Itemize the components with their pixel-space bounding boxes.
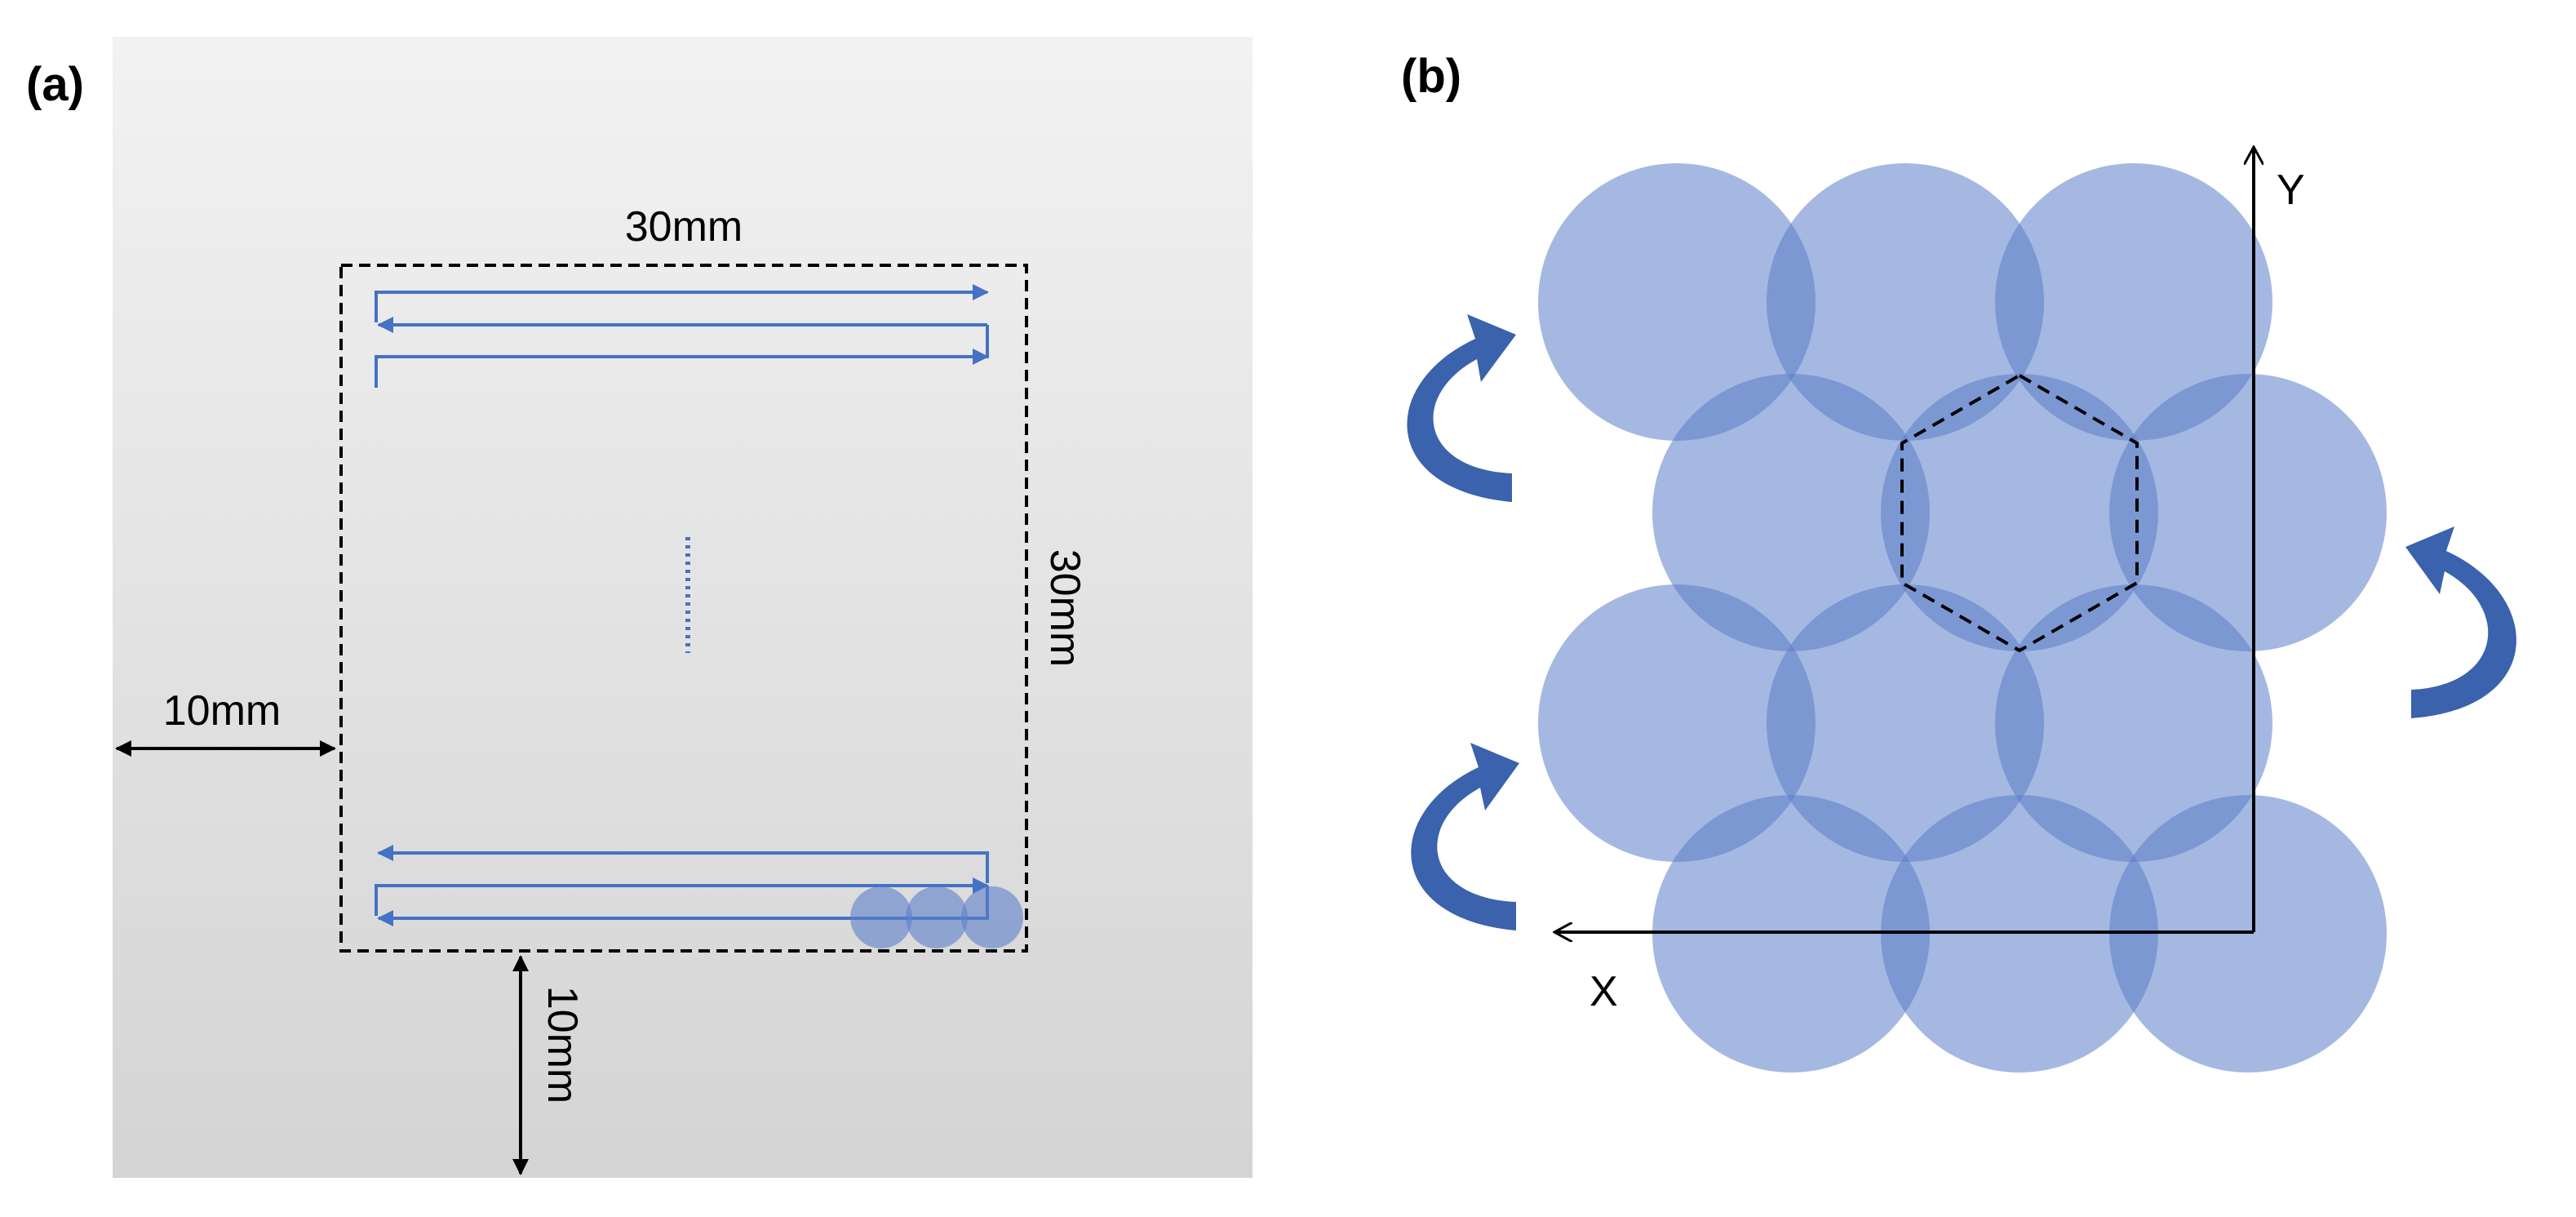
rotation-arrow-bottom-left [1411,743,1519,931]
panel-b: (b) Y X [1401,50,2516,1073]
dim-label-right: 30mm [1041,549,1088,667]
curved-arrow-icon [2405,526,2516,718]
panel-a-label: (a) [26,58,84,111]
dim-label-top: 30mm [625,203,743,251]
rotation-arrow-top-left [1407,314,1516,502]
y-axis-label: Y [2277,167,2305,214]
laser-spot [1995,163,2272,441]
laser-spot [906,886,968,948]
laser-spots-a [850,886,1023,948]
laser-spot [850,886,912,948]
scan-area-boundary [339,264,1028,953]
laser-spot [961,886,1023,948]
overlapping-spot-array [1538,163,2387,1073]
laser-spot [1538,163,1816,441]
panel-a: (a) 30mm 30mm 10mm 10mm [26,37,1253,1178]
scan-line-bottom-1 [377,845,989,883]
x-axis-label: X [1589,968,1618,1015]
rotation-arrow-right [2405,526,2516,718]
hexagon-outline [1900,373,2139,653]
substrate-plate [113,37,1253,1178]
laser-spot [1881,374,2158,651]
scan-line-bottom-2 [375,877,989,916]
laser-spot [2109,374,2387,651]
panel-b-label: (b) [1401,50,1461,103]
curved-arrow-icon [1407,314,1516,502]
dim-label-left: 10mm [163,687,281,735]
scan-path-top [375,284,989,388]
laser-spot [1767,163,2044,441]
dim-label-bottom: 10mm [539,986,586,1104]
curved-arrow-icon [1411,743,1519,931]
laser-spot [1995,584,2272,862]
laser-spot [1652,374,1930,651]
scan-line-top-1 [375,284,989,322]
laser-spot [1538,584,1816,862]
laser-spot [1767,584,2044,862]
